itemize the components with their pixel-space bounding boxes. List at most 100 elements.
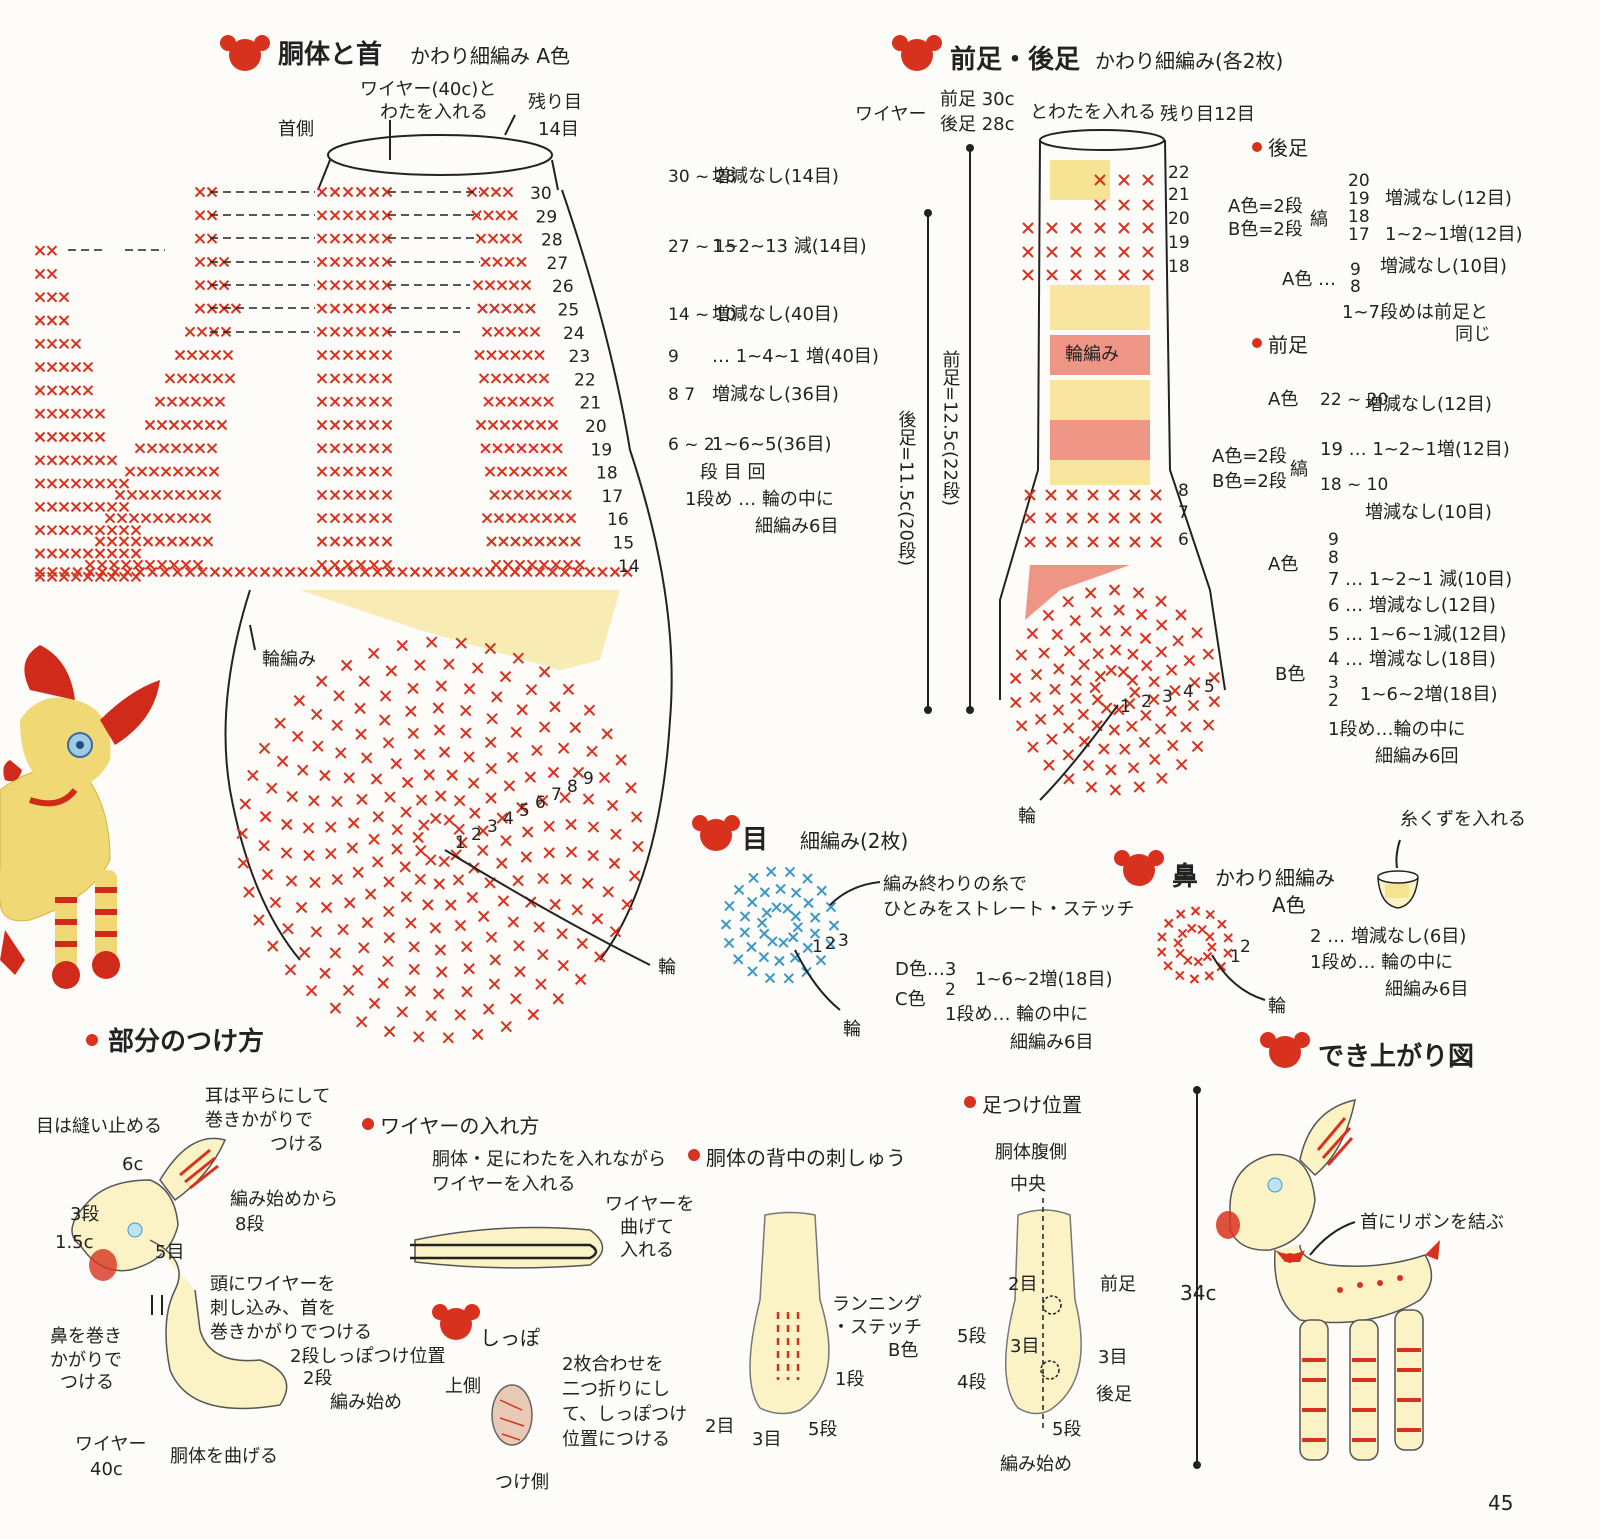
- stitch-x: [1175, 609, 1187, 621]
- stitch-x: [1051, 628, 1064, 641]
- stitch-x: [492, 256, 503, 268]
- stitch-x: [58, 315, 70, 326]
- nose-line-2: 1段め… 輪の中に: [1310, 952, 1453, 973]
- stitch-x: [1157, 947, 1167, 957]
- instr-range: 9: [668, 347, 679, 367]
- stitch-x: [140, 512, 152, 524]
- stitch-x: [534, 349, 545, 361]
- wire-line-2: ワイヤーを入れる: [432, 1174, 575, 1195]
- stitch-x: [508, 279, 520, 291]
- stitch-x: [316, 489, 328, 501]
- stitch-x: [222, 349, 234, 361]
- stitch-x: [355, 443, 367, 454]
- stitch-x: [154, 536, 166, 547]
- stitch-x: [377, 977, 389, 989]
- stitch-x: [194, 443, 206, 454]
- stitch-x: [342, 233, 354, 244]
- stitch-x: [1169, 684, 1181, 697]
- stitch-x: [399, 861, 411, 873]
- stitch-x: [208, 466, 220, 477]
- stitch-x: [82, 501, 94, 513]
- stitch-x: [608, 857, 621, 870]
- svg-text:19: 19: [1348, 189, 1370, 209]
- stitch-x: [481, 512, 493, 524]
- stitch-x: [284, 566, 296, 578]
- stitch-x: [531, 396, 542, 407]
- stitch-x: [34, 385, 46, 396]
- stitch-x: [565, 512, 577, 524]
- legpos-bullet: [964, 1096, 976, 1108]
- stitch-x: [747, 966, 758, 977]
- stitch-x: [342, 443, 354, 454]
- embroidery-title: 胴体の背中の刺しゅう: [706, 1146, 906, 1170]
- stitch-x: [70, 455, 82, 466]
- legpos-row4: 4段: [957, 1372, 986, 1393]
- attach-eye-note: 目は縫い止める: [36, 1116, 162, 1137]
- tail-line-2: 二つ折りにし: [562, 1379, 670, 1400]
- body-method: かわり細編み A色: [410, 44, 570, 68]
- stitch-x: [484, 642, 497, 655]
- stitch-x: [368, 326, 380, 338]
- stitch-x: [1015, 649, 1028, 661]
- stitch-x: [379, 690, 392, 702]
- attach-title: 部分のつけ方: [108, 1026, 264, 1057]
- attach-5st: 5目: [155, 1242, 184, 1263]
- stitch-x: [285, 875, 298, 887]
- legpos-st3a: 3目: [1010, 1336, 1039, 1357]
- stitch-x: [507, 210, 518, 221]
- stitch-x: [1207, 942, 1217, 952]
- stitch-x: [194, 233, 206, 244]
- stitch-x: [329, 947, 342, 959]
- stitch-x: [493, 326, 505, 338]
- stitch-x: [237, 857, 250, 869]
- legs-method: かわり細編み(各2枚): [1095, 49, 1283, 73]
- stitch-x: [355, 279, 367, 291]
- leg-row-number: 6: [1178, 530, 1189, 550]
- stitch-x: [1082, 759, 1095, 772]
- stitch-x: [537, 872, 549, 885]
- stitch-x: [343, 772, 355, 784]
- stitch-x: [561, 489, 572, 501]
- stitch-x: [136, 466, 148, 477]
- stitch-x: [501, 489, 512, 501]
- stitch-x: [461, 985, 473, 998]
- stitch-x: [758, 951, 770, 963]
- stitch-x: [525, 489, 536, 501]
- stitch-x: [602, 886, 614, 898]
- stitch-x: [316, 210, 328, 221]
- stitch-x: [423, 769, 435, 781]
- stitch-x: [787, 932, 799, 943]
- leg-stitch-grid: [1022, 174, 1162, 548]
- stitch-x: [453, 823, 465, 835]
- stitch-x: [34, 268, 46, 280]
- stitch-x: [192, 559, 204, 571]
- stitch-x: [513, 303, 524, 314]
- attach-1-5c: 1.5c: [55, 1232, 94, 1253]
- stitch-x: [372, 856, 384, 868]
- stitch-x: [1140, 709, 1152, 722]
- stitch-x: [790, 911, 801, 922]
- body-dashes: [68, 191, 480, 333]
- stitch-x: [792, 921, 804, 933]
- stitch-x: [418, 819, 430, 831]
- stitch-x: [409, 566, 421, 578]
- stitch-x: [222, 566, 233, 578]
- stitch-x: [1142, 222, 1154, 234]
- stitch-x: [478, 373, 490, 384]
- stitch-x: [146, 443, 158, 454]
- stitch-x: [1205, 909, 1215, 920]
- stitch-x: [454, 919, 467, 932]
- svg-text:9: 9: [1350, 260, 1361, 280]
- finished-ribbon-arrow: [1309, 1221, 1356, 1256]
- stitch-x: [1042, 609, 1055, 622]
- svg-text:4 … 増減なし(18目): 4 … 増減なし(18目): [1328, 649, 1496, 670]
- stitch-x: [447, 566, 458, 578]
- stitch-x: [94, 524, 106, 536]
- stitch-x: [397, 566, 408, 578]
- stitch-x: [259, 810, 272, 823]
- mouse-head-icon: [432, 1304, 480, 1340]
- stitch-x: [1148, 676, 1160, 688]
- legpos-title: 足つけ位置: [982, 1093, 1082, 1117]
- stitch-x: [368, 256, 380, 268]
- stitch-x: [190, 536, 202, 547]
